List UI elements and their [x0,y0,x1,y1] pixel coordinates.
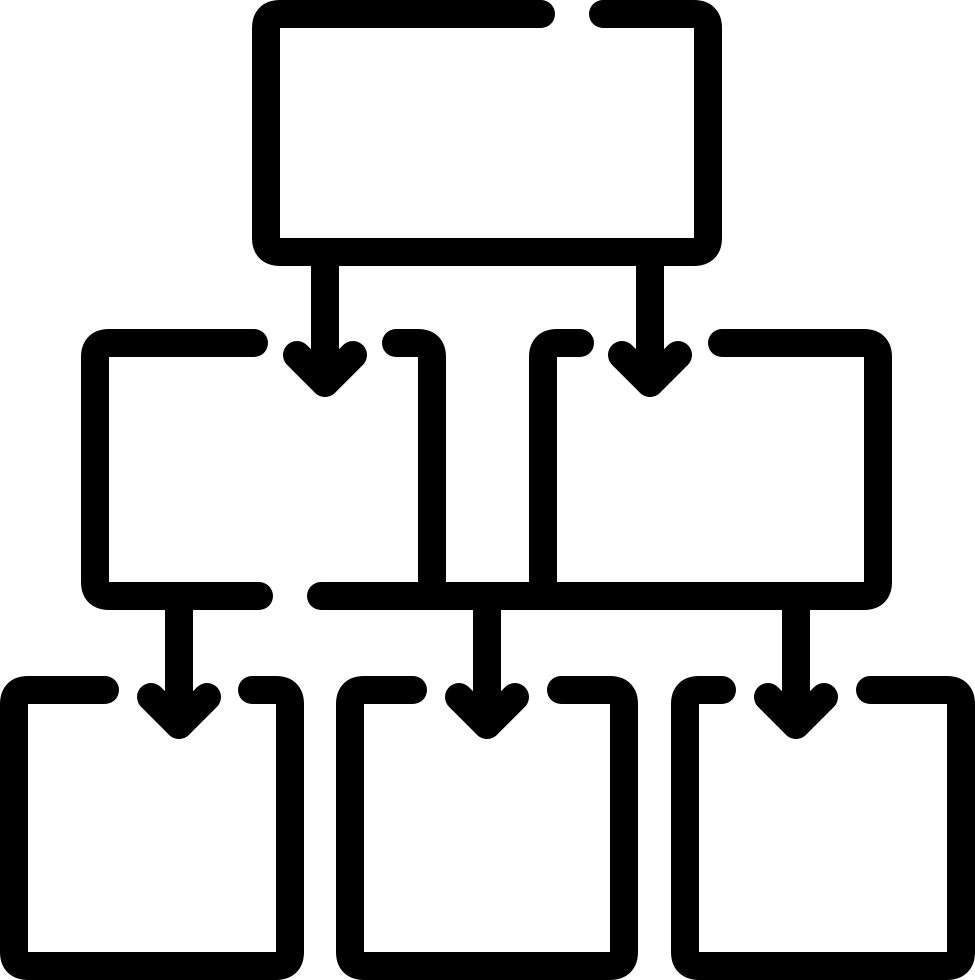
root-node-box [252,0,722,266]
arrowhead-bottom-center [445,683,529,739]
bottom-right-node-box [671,676,975,980]
middle-left-node-box-right [382,329,446,610]
middle-left-node-box [81,329,273,610]
bottom-left-node-box [0,676,304,980]
middle-right-node-box [708,329,892,610]
bottom-center-node-box [336,676,638,980]
middle-right-node-box-left [529,329,594,610]
arrowhead-bottom-right [754,683,838,739]
arrowhead-middle-right [608,341,692,397]
arrowhead-bottom-left [137,683,221,739]
arrowhead-middle-left [283,341,367,397]
